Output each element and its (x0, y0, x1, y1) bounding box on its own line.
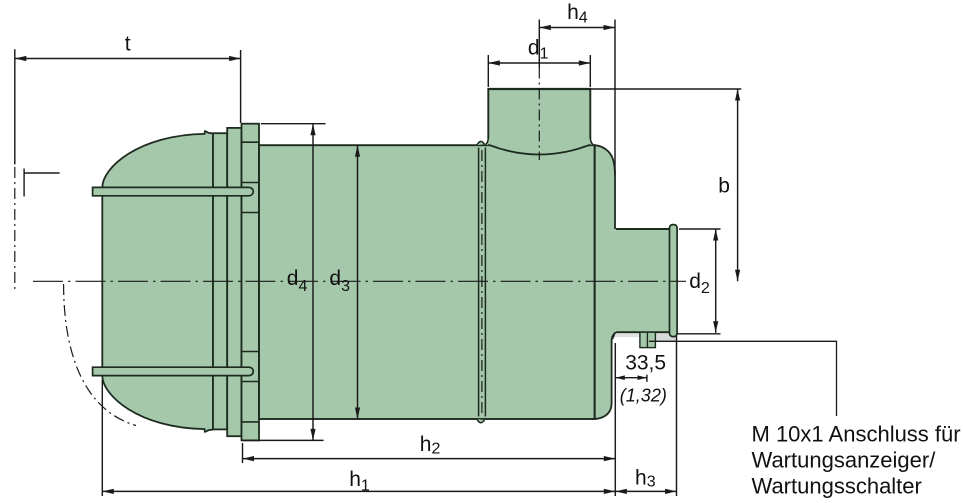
svg-text:b: b (718, 175, 730, 198)
svg-text:Wartungsanzeiger/: Wartungsanzeiger/ (752, 447, 937, 472)
svg-text:t: t (125, 33, 131, 56)
svg-text:(1,32): (1,32) (620, 385, 667, 405)
svg-text:Wartungsschalter: Wartungsschalter (752, 473, 922, 498)
svg-text:M 10x1 Anschluss für: M 10x1 Anschluss für (752, 421, 961, 446)
svg-text:33,5: 33,5 (625, 352, 666, 375)
